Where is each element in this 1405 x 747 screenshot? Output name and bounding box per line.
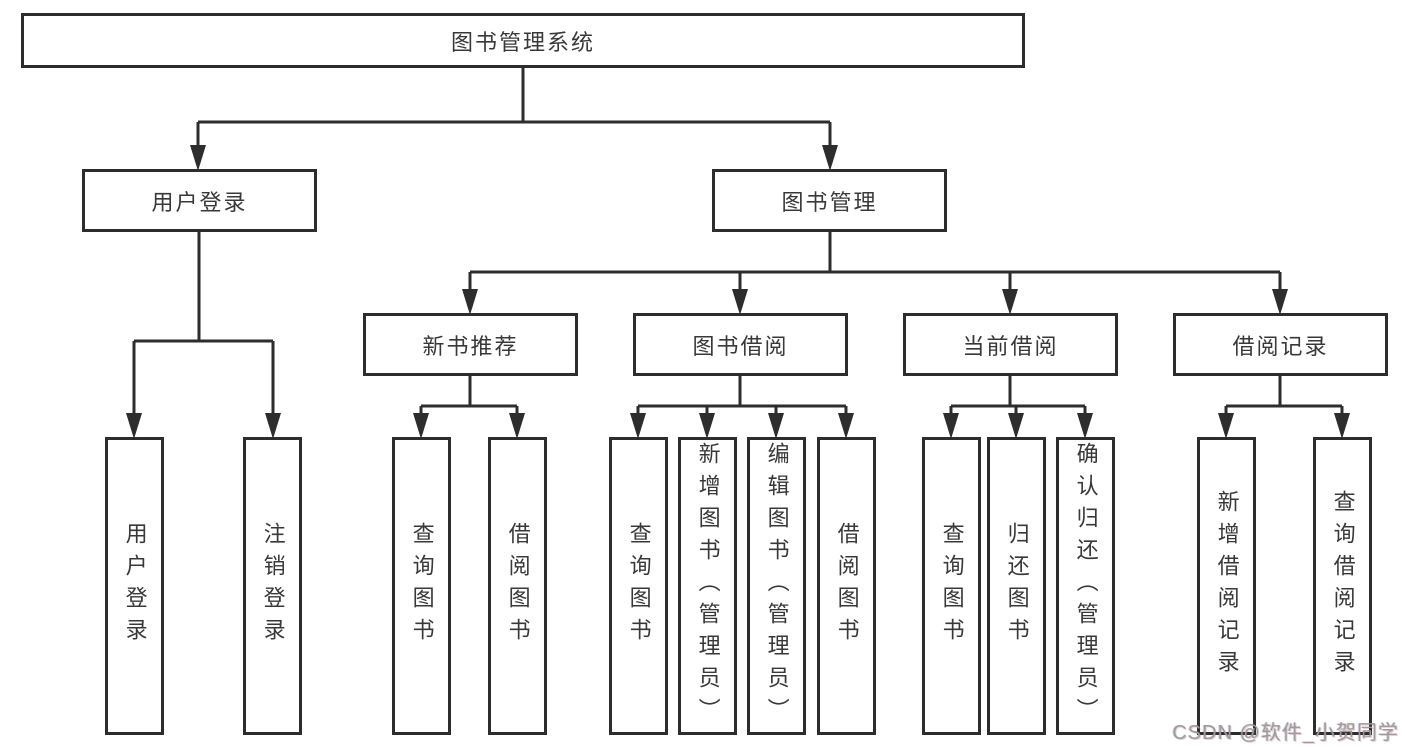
arrow-down-icon bbox=[1272, 289, 1288, 315]
connectors-book-management-level3 bbox=[468, 232, 1282, 290]
leaf-logout: 注销登录 bbox=[243, 437, 302, 735]
node-label: 图书借阅 bbox=[692, 333, 789, 359]
leaf-current-return-books: 归还图书 bbox=[987, 437, 1046, 735]
leaf-records-query-record: 查询借阅记录 bbox=[1313, 437, 1372, 735]
node-borrow-records: 借阅记录 bbox=[1173, 313, 1388, 376]
csdn-watermark: CSDN @软件_小贺同学 bbox=[1172, 722, 1399, 744]
arrowheads-records-leaves bbox=[1218, 413, 1350, 439]
arrowheads-bookborrow-leaves bbox=[630, 413, 854, 439]
node-label: 借阅记录 bbox=[1232, 333, 1329, 359]
node-label: 编辑图书（管理员） bbox=[764, 442, 790, 730]
arrow-down-icon bbox=[838, 413, 854, 439]
node-label: 归还图书 bbox=[1004, 522, 1030, 650]
node-library-management-system: 图书管理系统 bbox=[21, 13, 1025, 68]
node-book-management: 图书管理 bbox=[712, 169, 947, 232]
arrow-down-icon bbox=[822, 145, 838, 171]
arrow-down-icon bbox=[768, 413, 784, 439]
arrow-down-icon bbox=[462, 289, 478, 315]
node-label: 注销登录 bbox=[260, 522, 286, 650]
leaf-borrow-edit-book-admin: 编辑图书（管理员） bbox=[747, 437, 806, 735]
connectors-bookborrow-leaves bbox=[636, 376, 848, 414]
arrow-down-icon bbox=[1218, 413, 1234, 439]
arrowheads-level3 bbox=[462, 289, 1288, 315]
node-label: 查询图书 bbox=[939, 522, 965, 650]
leaf-borrow-add-book-admin: 新增图书（管理员） bbox=[678, 437, 737, 735]
arrow-down-icon bbox=[190, 145, 206, 171]
connectors-root-to-level2 bbox=[196, 68, 832, 146]
connectors-user-login-leaves bbox=[132, 232, 275, 414]
node-label: 查询图书 bbox=[626, 522, 652, 650]
arrow-down-icon bbox=[1077, 413, 1093, 439]
leaf-borrow-borrow-books: 借阅图书 bbox=[817, 437, 876, 735]
arrow-down-icon bbox=[699, 413, 715, 439]
node-user-login: 用户登录 bbox=[82, 169, 317, 232]
arrow-down-icon bbox=[126, 413, 142, 439]
arrow-down-icon bbox=[1008, 413, 1024, 439]
node-new-book-recommend: 新书推荐 bbox=[363, 313, 578, 376]
arrow-down-icon bbox=[630, 413, 646, 439]
arrow-down-icon bbox=[509, 413, 525, 439]
node-label: 新书推荐 bbox=[422, 333, 519, 359]
arrow-down-icon bbox=[1334, 413, 1350, 439]
node-current-borrow: 当前借阅 bbox=[903, 313, 1118, 376]
node-label: 新增借阅记录 bbox=[1214, 490, 1240, 682]
node-label: 借阅图书 bbox=[505, 522, 531, 650]
arrow-down-icon bbox=[732, 289, 748, 315]
node-book-borrow: 图书借阅 bbox=[633, 313, 848, 376]
node-label: 图书管理系统 bbox=[450, 29, 595, 55]
node-label: 用户登录 bbox=[151, 189, 248, 215]
leaf-user-login: 用户登录 bbox=[105, 437, 164, 735]
node-label: 确认归还（管理员） bbox=[1073, 442, 1099, 730]
node-label: 图书管理 bbox=[781, 189, 878, 215]
node-label: 当前借阅 bbox=[962, 333, 1059, 359]
connectors-currentborrow-leaves bbox=[949, 376, 1087, 414]
leaf-current-query-books: 查询图书 bbox=[922, 437, 981, 735]
connectors-newbook-leaves bbox=[419, 376, 519, 414]
leaf-records-add-record: 新增借阅记录 bbox=[1197, 437, 1256, 735]
node-label: 查询图书 bbox=[409, 522, 435, 650]
leaf-newbook-query-books: 查询图书 bbox=[392, 437, 451, 735]
leaf-current-confirm-return-admin: 确认归还（管理员） bbox=[1056, 437, 1115, 735]
arrowheads-user-login-leaves bbox=[126, 413, 281, 439]
connectors-records-leaves bbox=[1224, 376, 1344, 414]
arrow-down-icon bbox=[265, 413, 281, 439]
node-label: 用户登录 bbox=[122, 522, 148, 650]
node-label: 查询借阅记录 bbox=[1330, 490, 1356, 682]
arrow-down-icon bbox=[1002, 289, 1018, 315]
node-label: 借阅图书 bbox=[834, 522, 860, 650]
arrowheads-currentborrow-leaves bbox=[943, 413, 1093, 439]
arrow-down-icon bbox=[943, 413, 959, 439]
leaf-newbook-borrow-books: 借阅图书 bbox=[488, 437, 547, 735]
arrow-down-icon bbox=[413, 413, 429, 439]
arrowheads-level2 bbox=[190, 145, 838, 171]
node-label: 新增图书（管理员） bbox=[695, 442, 721, 730]
arrowheads-newbook-leaves bbox=[413, 413, 525, 439]
leaf-borrow-query-books: 查询图书 bbox=[609, 437, 668, 735]
